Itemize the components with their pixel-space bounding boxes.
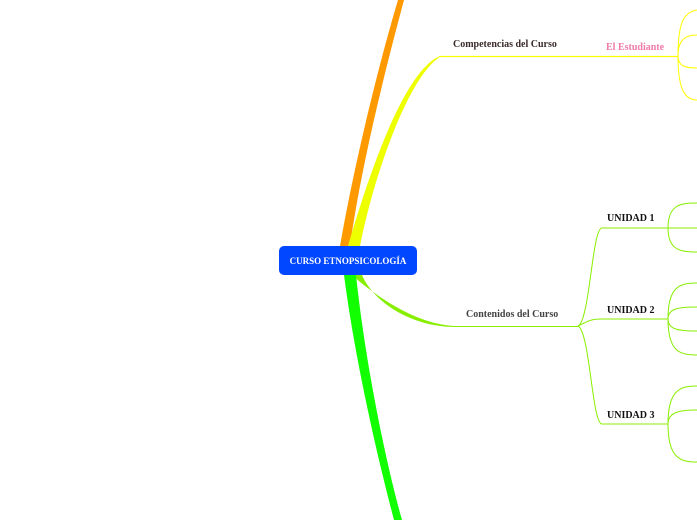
node-contenidos[interactable]: Contenidos del Curso	[466, 309, 559, 320]
orange-branch	[340, 0, 404, 246]
contenidos-connectors	[455, 202, 697, 463]
green-branch	[344, 275, 402, 520]
node-el-estudiante[interactable]: El Estudiante	[606, 42, 665, 53]
node-competencias[interactable]: Competencias del Curso	[453, 39, 557, 50]
node-unidad-3[interactable]: UNIDAD 3	[607, 410, 655, 421]
yellow-branch	[348, 56, 440, 246]
node-unidad-2[interactable]: UNIDAD 2	[607, 305, 655, 316]
root-label: CURSO ETNOPSICOLOGÍA	[289, 255, 407, 266]
node-unidad-1[interactable]: UNIDAD 1	[607, 213, 655, 224]
greenyellow-branch	[352, 275, 455, 327]
root-node[interactable]: CURSO ETNOPSICOLOGÍA	[279, 246, 417, 275]
estudiante-subbranches	[677, 9, 697, 101]
